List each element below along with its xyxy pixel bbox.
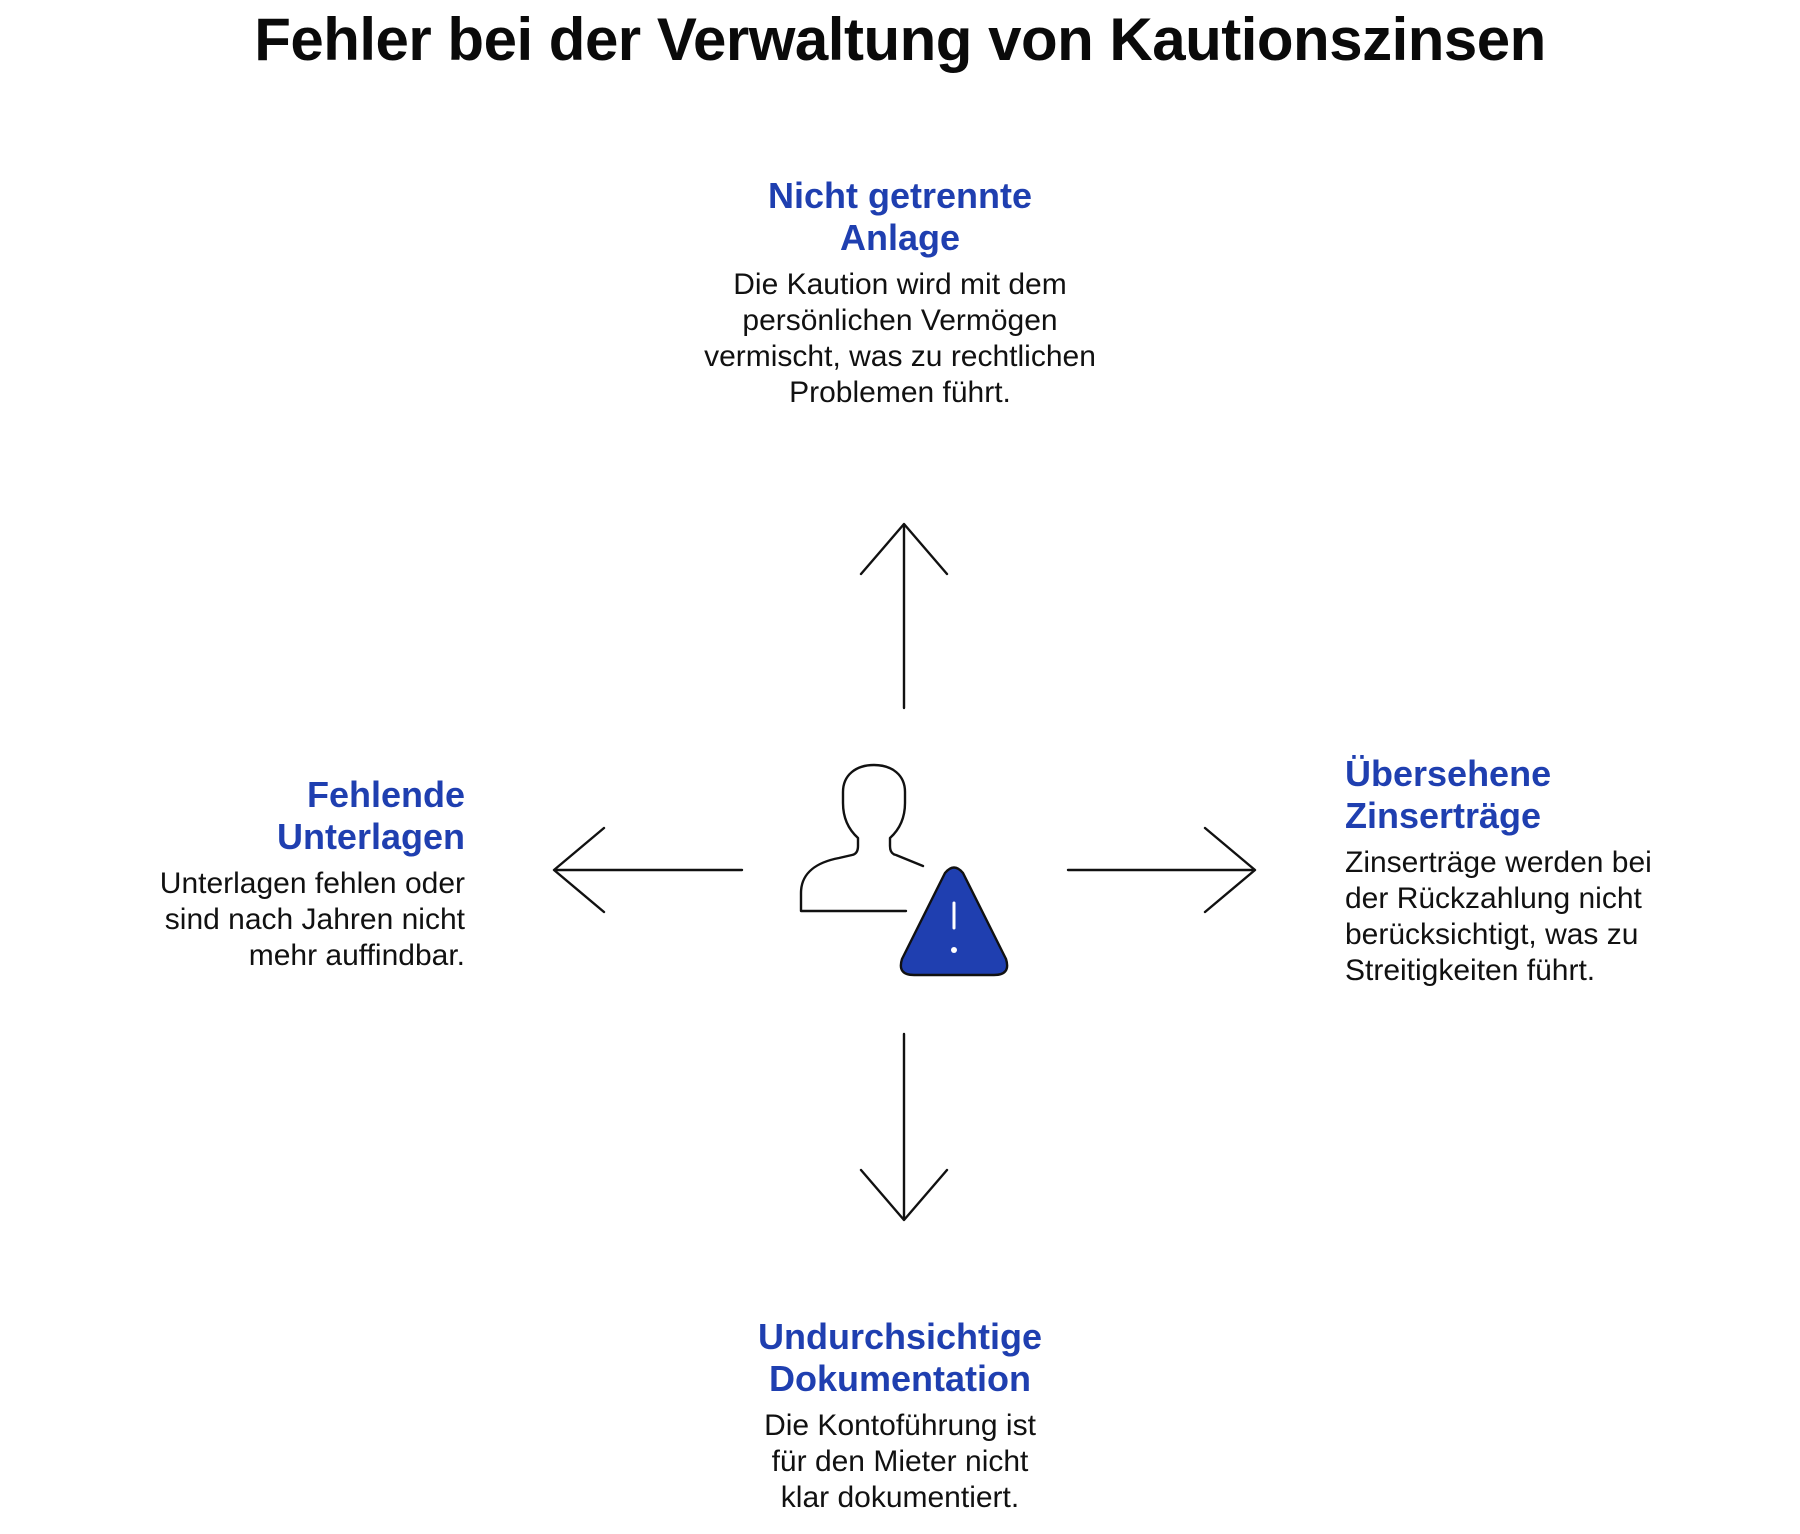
- node-right-description: Zinserträge werden bei der Rückzahlung n…: [1345, 846, 1652, 987]
- arrow-up-icon: [859, 522, 949, 710]
- node-bottom-heading: Undurchsichtige Dokumentation: [757, 1316, 1043, 1399]
- arrow-right-icon: [1066, 826, 1257, 914]
- node-bottom-description: Die Kontoführung ist für den Mieter nich…: [764, 1409, 1036, 1514]
- node-top-description: Die Kaution wird mit dem persönlichen Ve…: [704, 268, 1096, 409]
- node-top-heading: Nicht getrennte Anlage: [767, 175, 1033, 258]
- node-right-heading: Übersehene Zinserträge: [1345, 753, 1552, 836]
- diagram-title: Fehler bei der Verwaltung von Kautionszi…: [254, 6, 1546, 73]
- warning-triangle-icon: [899, 866, 1009, 977]
- arrow-down-icon: [859, 1032, 949, 1222]
- node-bottom: Undurchsichtige Dokumentation Die Kontof…: [640, 1316, 1160, 1516]
- node-left: Fehlende Unterlagen Unterlagen fehlen od…: [80, 774, 465, 974]
- person-outline-icon: [799, 763, 925, 913]
- node-right: Übersehene Zinserträge Zinserträge werde…: [1345, 753, 1765, 989]
- arrow-left-icon: [552, 826, 744, 914]
- node-left-heading: Fehlende Unterlagen: [276, 774, 465, 857]
- node-left-description: Unterlagen fehlen oder sind nach Jahren …: [159, 867, 465, 972]
- node-top: Nicht getrennte Anlage Die Kaution wird …: [640, 175, 1160, 411]
